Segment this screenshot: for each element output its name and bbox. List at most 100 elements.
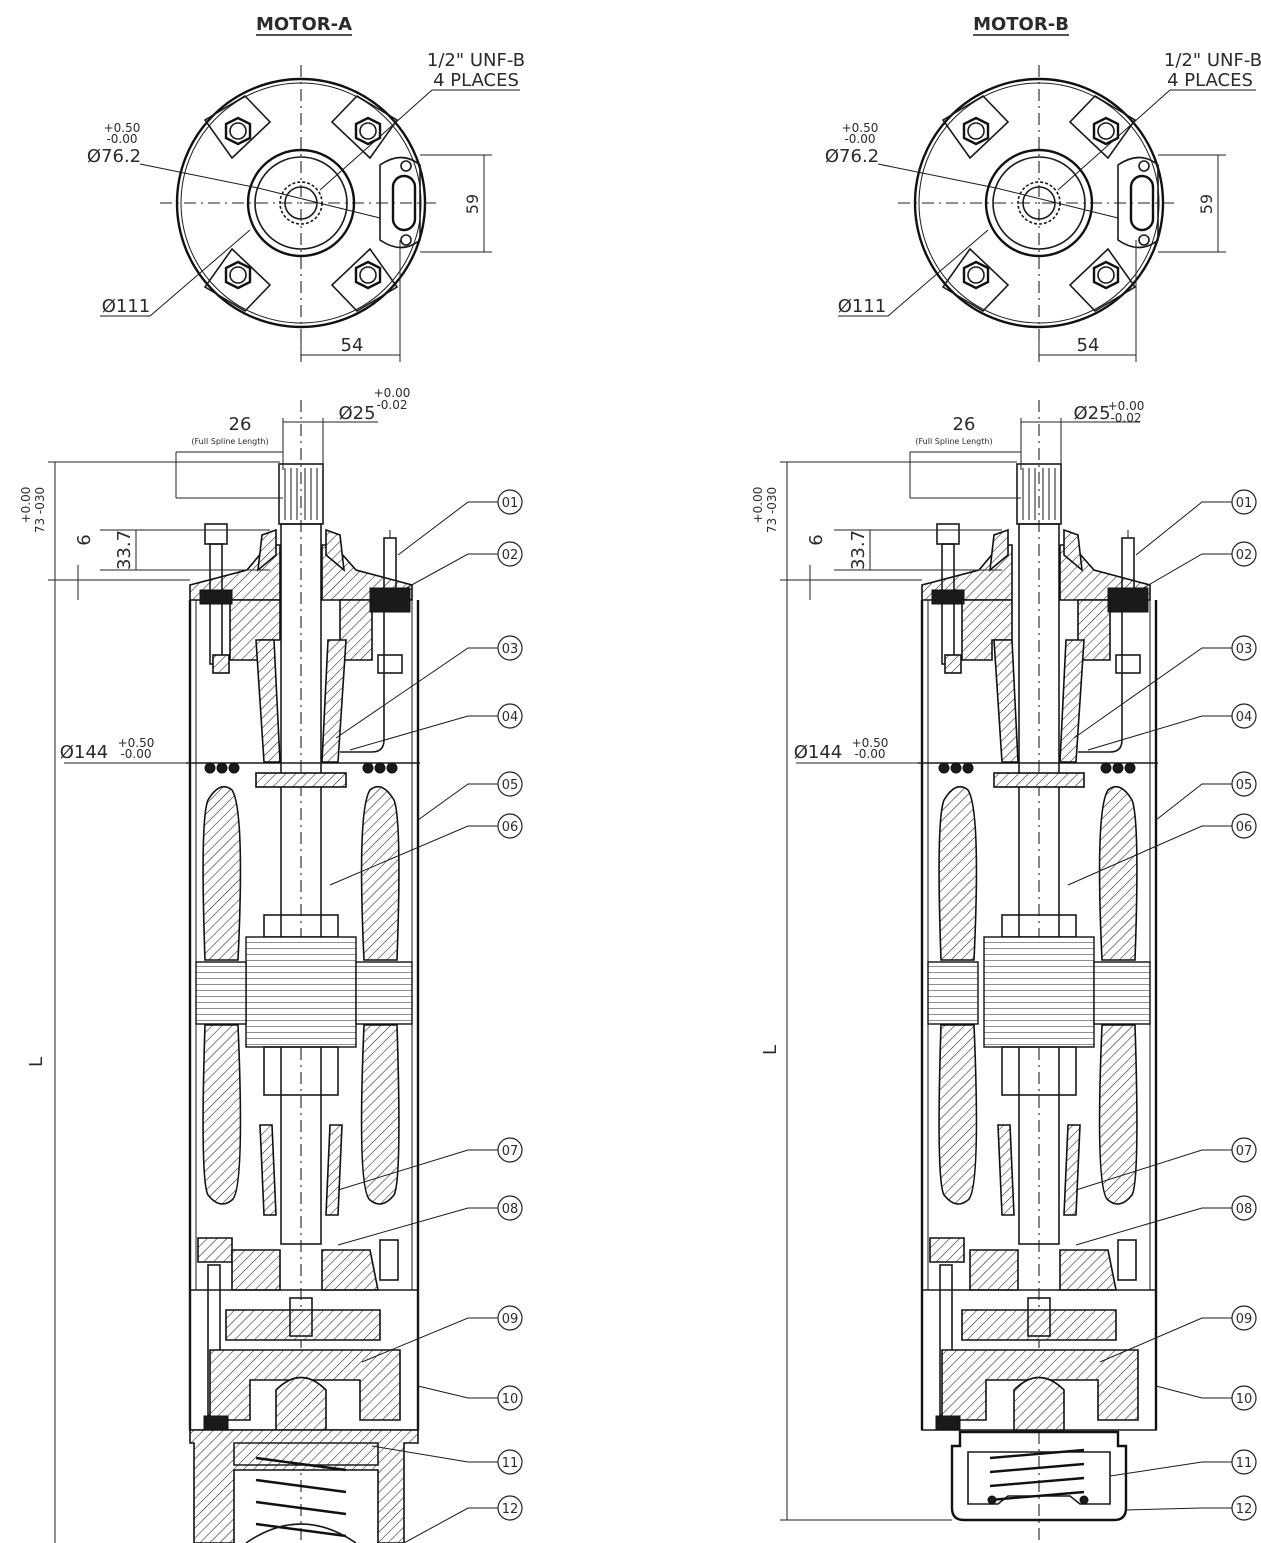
callout-leader — [417, 1385, 498, 1399]
callout-number: 11 — [1236, 1456, 1253, 1471]
length-dim: 73 -030 — [33, 487, 47, 533]
callout-bubble — [1231, 541, 1257, 567]
callout-leader — [1073, 647, 1232, 739]
callout-number: 08 — [502, 1202, 519, 1217]
spring-coils — [255, 1456, 347, 1538]
callout-02: 02 — [1125, 541, 1257, 599]
callout-bubble — [1231, 1137, 1257, 1163]
stud-dim: 33.7 — [114, 530, 135, 570]
callout-leader — [349, 715, 498, 751]
pilot-tol-lower: -0.00 — [106, 132, 137, 146]
callout-leader — [337, 1207, 498, 1246]
places-label: 4 PLACES — [1167, 70, 1253, 91]
motor-b-top-view: 1/2" UNF-B 4 PLACES +0.50 -0.00 Ø76.2 Ø1… — [825, 50, 1261, 362]
callout-leader — [1125, 1507, 1232, 1511]
spline-length-note: (Full Spline Length) — [915, 437, 992, 446]
callout-11: 11 — [371, 1445, 523, 1475]
callout-number: 08 — [1236, 1202, 1253, 1217]
callout-leader — [387, 553, 498, 599]
motor-b-section-view: 26 (Full Spline Length) Ø25 +0.00 -0.02 … — [751, 399, 1158, 1543]
pilot-tol-upper: +0.50 — [104, 121, 141, 135]
pilot-dia: Ø76.2 — [825, 146, 879, 167]
offset-dim: 54 — [1077, 335, 1100, 356]
callout-leader — [417, 783, 498, 821]
callout-number: 07 — [502, 1144, 519, 1159]
callout-number: 05 — [502, 778, 519, 793]
callout-number: 02 — [502, 548, 519, 563]
callout-08: 08 — [337, 1195, 523, 1246]
callout-12: 12 — [403, 1495, 523, 1543]
callout-bubble — [1231, 1305, 1257, 1331]
callout-number: 01 — [1236, 496, 1253, 511]
callout-leader — [1135, 501, 1232, 556]
callout-number: 05 — [1236, 778, 1253, 793]
motor-a-top-view: 1/2" UNF-B 4 PLACES +0.50 -0.00 Ø76.2 Ø1… — [87, 50, 525, 362]
callout-number: 09 — [1236, 1312, 1253, 1327]
places-label: 4 PLACES — [433, 70, 519, 91]
step-dim: 6 — [806, 534, 827, 545]
callout-leader — [1087, 715, 1232, 751]
callout-06: 06 — [1067, 813, 1257, 886]
callout-07: 07 — [1075, 1137, 1257, 1191]
motor-a-section-view: 26 (Full Spline Length) Ø25 +0.00 -0.02 … — [19, 386, 420, 1543]
callout-leader — [397, 501, 498, 556]
callout-leader — [337, 1149, 498, 1191]
callout-leader — [329, 825, 498, 886]
callout-12: 12 — [1125, 1495, 1257, 1521]
callout-03: 03 — [1073, 635, 1257, 739]
callout-leader — [1109, 1461, 1232, 1477]
callout-02: 02 — [387, 541, 523, 599]
callout-bubble — [497, 703, 523, 729]
length-dim: 73 -030 — [765, 487, 779, 533]
callout-bubble — [497, 813, 523, 839]
callout-number: 11 — [502, 1456, 519, 1471]
spring-coils — [989, 1448, 1085, 1502]
shaft-dia: Ø25 — [338, 403, 375, 424]
height-dim: 59 — [1197, 194, 1216, 214]
callout-05: 05 — [417, 771, 523, 821]
callout-01: 01 — [397, 489, 523, 556]
callout-04: 04 — [349, 703, 523, 751]
callout-bubble — [1231, 1195, 1257, 1221]
callout-number: 04 — [1236, 710, 1253, 725]
callout-10: 10 — [1155, 1385, 1257, 1411]
callout-bubble — [497, 1195, 523, 1221]
callout-03: 03 — [335, 635, 523, 739]
callout-06: 06 — [329, 813, 523, 886]
callout-bubble — [497, 1385, 523, 1411]
callout-number: 12 — [1236, 1502, 1253, 1517]
callout-leader — [1075, 1149, 1232, 1191]
callout-leader — [371, 1445, 498, 1463]
o-ring — [204, 762, 398, 774]
callout-bubble — [1231, 1449, 1257, 1475]
callout-number: 02 — [1236, 548, 1253, 563]
stud-dim: 33.7 — [848, 530, 869, 570]
callout-10: 10 — [417, 1385, 523, 1411]
spline-teeth — [284, 468, 318, 520]
spline-length-dim: 26 — [229, 414, 252, 435]
thread-label: 1/2" UNF-B — [427, 50, 525, 71]
bolt-circle-dia: Ø111 — [102, 296, 151, 317]
bolt-circle-dia: Ø111 — [838, 296, 887, 317]
callout-bubble — [497, 1305, 523, 1331]
shaft-dia: Ø25 — [1073, 403, 1110, 424]
callout-bubble — [497, 771, 523, 797]
callout-bubble — [497, 1449, 523, 1475]
callout-09: 09 — [361, 1305, 523, 1363]
spline-teeth — [1022, 468, 1056, 520]
callout-bubble — [1231, 703, 1257, 729]
callout-number: 12 — [502, 1502, 519, 1517]
callout-bubble — [1231, 635, 1257, 661]
callout-number: 06 — [502, 820, 519, 835]
callout-11: 11 — [1109, 1449, 1257, 1477]
shaft-tol-lower: -0.02 — [376, 398, 407, 412]
callout-bubble — [1231, 771, 1257, 797]
body-tol-lower: -0.00 — [854, 747, 885, 761]
callout-bubble — [497, 1137, 523, 1163]
callout-bubble — [1231, 1385, 1257, 1411]
overall-length: L — [26, 1057, 47, 1067]
callout-number: 09 — [502, 1312, 519, 1327]
